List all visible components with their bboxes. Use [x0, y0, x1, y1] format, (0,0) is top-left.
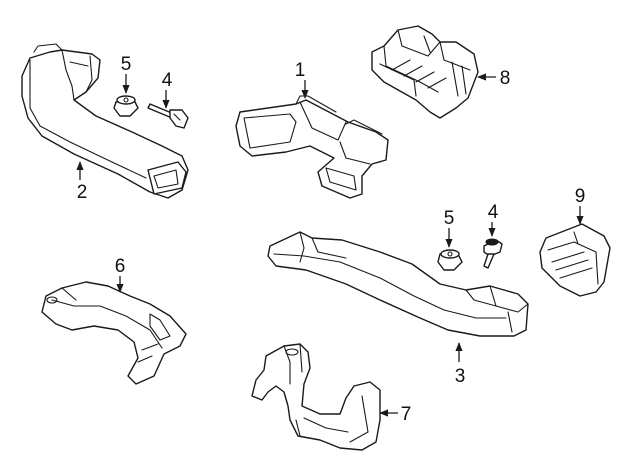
- callout-4-lower: 4: [488, 202, 499, 237]
- callout-label: 2: [77, 182, 88, 203]
- part-2-duct: [21, 43, 189, 199]
- callout-label: 3: [455, 366, 466, 387]
- callout-5-lower: 5: [444, 208, 455, 248]
- callout-label: 7: [401, 404, 412, 425]
- callout-6: 6: [115, 256, 126, 293]
- part-4-screw-upper: [147, 103, 189, 129]
- part-5-clip-upper: [113, 95, 139, 117]
- callout-4-upper: 4: [162, 70, 173, 109]
- callout-label: 5: [444, 208, 455, 229]
- part-1-duct: [235, 95, 389, 199]
- callout-9: 9: [575, 186, 586, 225]
- callout-label: 4: [162, 70, 173, 91]
- callout-label: 8: [500, 68, 511, 89]
- callout-label: 1: [295, 60, 306, 81]
- callout-2: 2: [76, 161, 88, 203]
- part-6-duct: [41, 281, 187, 385]
- callout-label: 9: [575, 186, 586, 207]
- callout-7: 7: [379, 404, 412, 425]
- callout-5-upper: 5: [121, 54, 132, 94]
- callout-3: 3: [455, 342, 466, 387]
- callout-label: 4: [488, 202, 499, 223]
- part-5-clip-lower: [437, 249, 463, 271]
- callout-8: 8: [477, 68, 511, 89]
- part-9-vent: [539, 223, 611, 297]
- part-7-duct: [251, 343, 381, 451]
- part-4-screw-lower: [483, 238, 503, 269]
- callout-label: 5: [121, 54, 132, 75]
- part-8-vent: [371, 25, 479, 119]
- part-3-duct: [267, 231, 529, 337]
- callout-label: 6: [115, 256, 126, 277]
- callout-1: 1: [295, 60, 309, 99]
